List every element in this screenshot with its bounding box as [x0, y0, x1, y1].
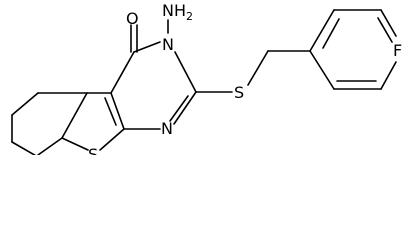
bond-c8a-s [61, 137, 89, 151]
bonds [11, 9, 397, 155]
atom-label-oxygen: O [126, 9, 139, 28]
bond-c2-n1-inner [169, 95, 189, 122]
bond-c7-c8 [11, 141, 37, 155]
bond-c4-n3 [133, 41, 161, 53]
bond-ar-6 [309, 50, 335, 90]
bond-ar-inner-1 [322, 18, 340, 49]
atoms: O NH2 N N S S F [88, 1, 402, 155]
bond-ar-3 [380, 9, 397, 37]
bond-ar-inner-2 [377, 17, 393, 43]
bond-c8-c8a [37, 137, 63, 155]
bond-s-c9a [99, 128, 125, 151]
bond-c9a-c4b [110, 92, 125, 130]
atom-label-s-thioether: S [234, 83, 244, 102]
bond-c4b-c4 [110, 51, 135, 94]
bond-s-ch2 [247, 50, 269, 86]
molecule-diagram: O NH2 N N S S F [11, 1, 402, 155]
atom-label-fluorine: F [393, 41, 402, 60]
bond-c8a-c4a [61, 92, 88, 139]
atom-label-s-thiophene: S [88, 145, 98, 155]
bond-ar-4 [380, 61, 397, 90]
atom-label-n1: N [161, 119, 173, 138]
bond-ar-1 [309, 9, 335, 52]
bond-c2-n1 [173, 91, 197, 125]
atom-label-amino: NH2 [162, 1, 193, 23]
atom-label-n3: N [162, 35, 174, 54]
bond-n3-c2 [174, 51, 197, 93]
bond-c5-c6 [11, 92, 39, 116]
bond-c9a-c4b-inner [104, 97, 117, 126]
